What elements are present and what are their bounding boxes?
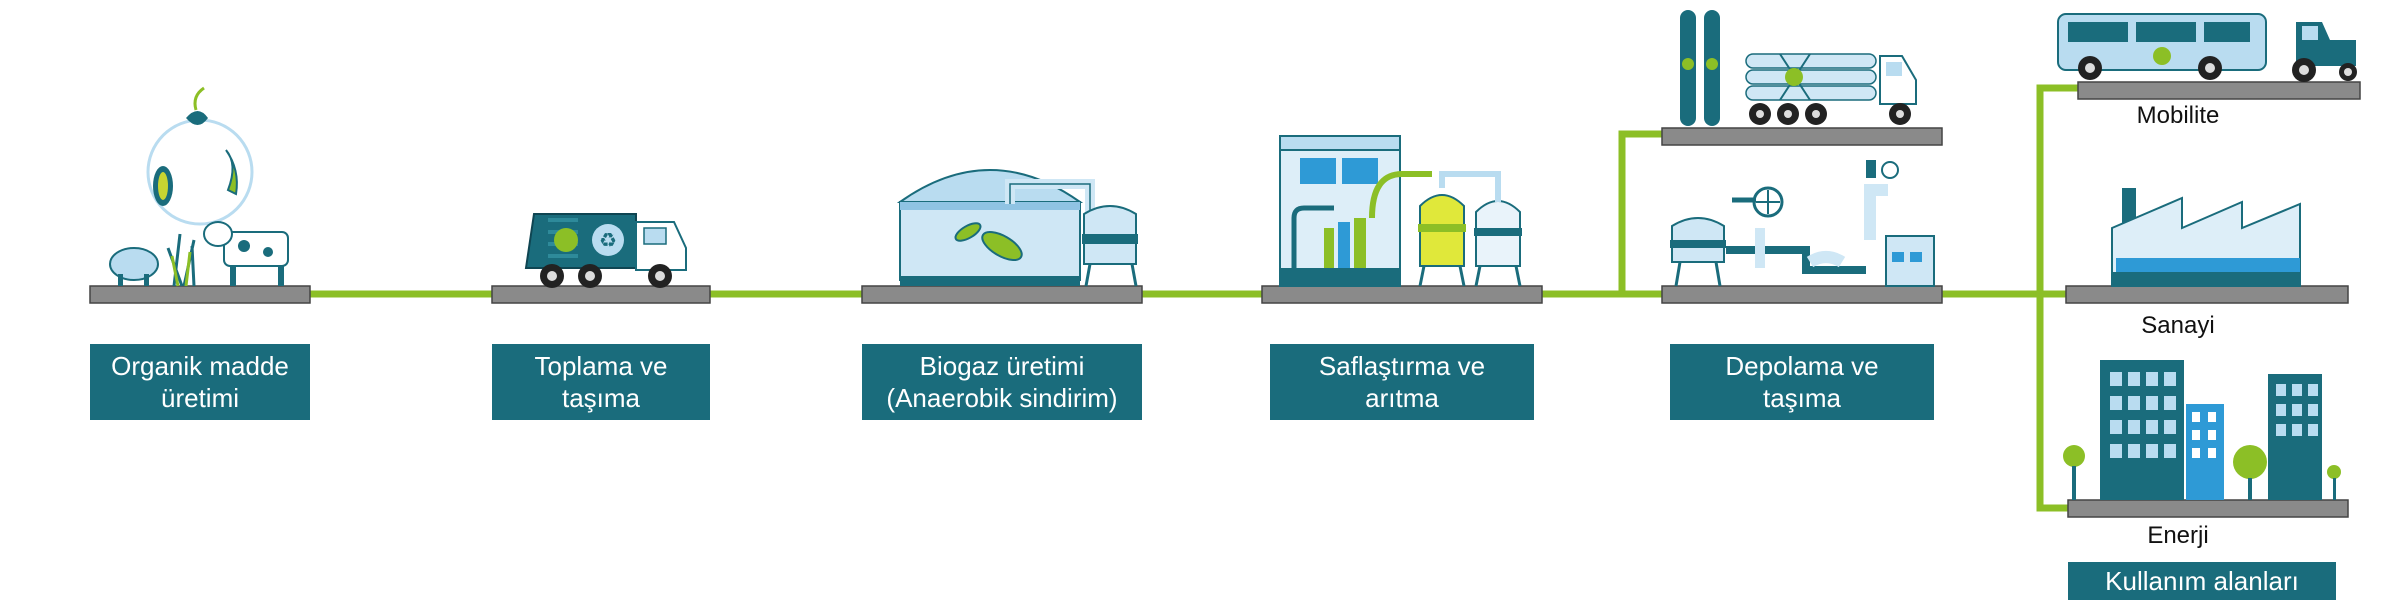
use-label-mobility: Mobilite [2136,102,2220,129]
stage-label-line: Biogaz üretimi [919,351,1085,381]
uses-title-label: Kullanım alanları [2068,562,2336,600]
use-label-energy: Enerji [2147,522,2209,549]
stage-label-organic-matter: Organik madde üretimi [90,344,310,420]
stage-label-collection: Toplama ve taşıma [492,344,710,420]
stage-label-line: Organik madde [111,351,289,381]
stage-label-line: Saflaştırma ve [1318,351,1486,381]
stage-label-line: taşıma [561,383,641,413]
energy-illustration [2063,360,2341,500]
digester-illustration [896,169,1138,287]
use-label-industry: Sanayi [2141,312,2215,339]
industry-illustration [2111,188,2301,287]
stage-label-line: Toplama ve [534,351,668,381]
stage-label-line: (Anaerobik sindirim) [886,383,1118,413]
platforms [89,81,2361,518]
organic-matter-illustration [109,86,289,287]
storage-illustration [1670,160,1935,287]
collection-truck-illustration: ♻ [524,213,687,288]
process-pipeline [310,84,2078,512]
stage-label-line: taşıma [1762,383,1842,413]
stage-label-line: arıtma [1365,383,1439,413]
stage-label-biogas-production: Biogaz üretimi (Anaerobik sindirim) [862,344,1142,420]
transport-truck-illustration [1680,10,1917,126]
stage-label-line: Depolama ve [1725,351,1879,381]
purification-illustration [1279,135,1522,287]
stage-label-storage: Depolama ve taşıma [1670,344,1934,420]
stage-label-purification: Saflaştırma ve arıtma [1270,344,1534,420]
svg-text:♻: ♻ [599,228,617,252]
stage-label-line: üretimi [160,383,239,413]
mobility-illustration [2057,13,2357,82]
